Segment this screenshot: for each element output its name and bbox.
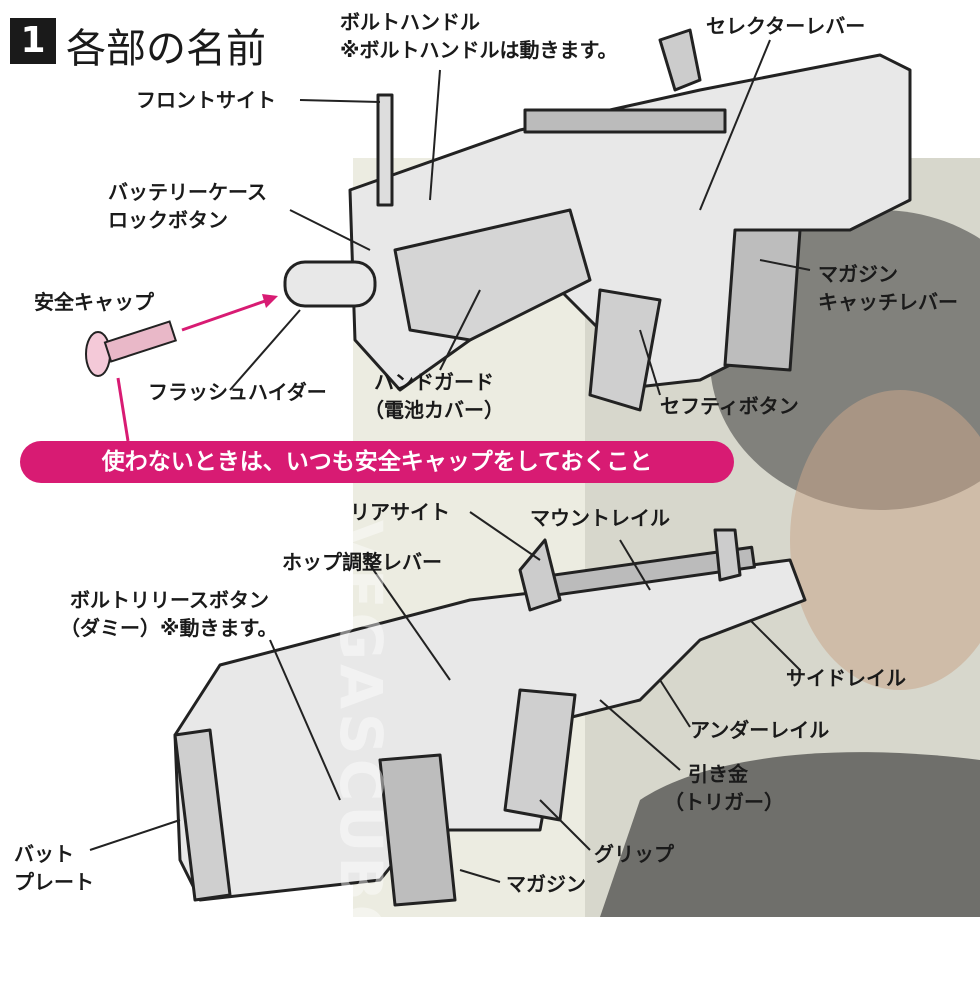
label-bolt-release-2: （ダミー）※動きます。 xyxy=(60,616,278,640)
label-magazine: マガジン xyxy=(506,872,586,896)
safety-cap-shape xyxy=(85,320,178,377)
label-selector-lever: セレクターレバー xyxy=(706,14,866,38)
rifle-top-illustration xyxy=(85,28,912,442)
label-trigger-2: （トリガー） xyxy=(664,790,784,814)
label-magazine-catch: マガジン xyxy=(818,262,898,286)
label-safety-cap: 安全キャップ xyxy=(34,290,154,314)
watermark: VEGASCUBOI xyxy=(327,520,395,984)
label-bolt-handle-note: ※ボルトハンドルは動きます。 xyxy=(340,38,618,62)
section-title: 各部の名前 xyxy=(66,26,266,72)
label-battery-case-lock: バッテリーケース xyxy=(108,180,267,204)
label-mount-rail: マウントレイル xyxy=(530,506,670,530)
parts-diagram: VEGASCUBOI 1 各部の名前 ボルトハンドル ※ボルトハンドルは動きます… xyxy=(10,10,980,917)
label-butt-plate-2: プレート xyxy=(14,870,94,894)
label-trigger: 引き金 xyxy=(688,762,748,786)
warning-banner: 使わないときは、いつも安全キャップをしておくこと xyxy=(20,441,734,483)
label-flash-hider: フラッシュハイダー xyxy=(148,380,327,404)
label-battery-case-lock-2: ロックボタン xyxy=(108,208,228,232)
label-butt-plate: バット xyxy=(14,842,74,866)
label-hop-lever: ホップ調整レバー xyxy=(282,550,442,574)
label-hand-guard: ハンドガード xyxy=(374,370,494,394)
label-under-rail: アンダーレイル xyxy=(690,718,830,742)
label-front-sight: フロントサイト xyxy=(136,88,276,112)
section-number: 1 xyxy=(10,18,56,64)
label-magazine-catch-2: キャッチレバー xyxy=(818,290,958,314)
label-side-rail: サイドレイル xyxy=(786,666,906,690)
label-safety-button: セフティボタン xyxy=(660,394,799,418)
leader-lines xyxy=(89,39,811,883)
label-hand-guard-2: （電池カバー） xyxy=(364,398,504,422)
label-bolt-handle: ボルトハンドル xyxy=(340,10,480,34)
label-grip: グリップ xyxy=(594,842,674,866)
rifle-bottom-illustration xyxy=(173,528,807,907)
label-bolt-release: ボルトリリースボタン xyxy=(70,588,269,612)
label-rear-sight: リアサイト xyxy=(350,500,450,524)
